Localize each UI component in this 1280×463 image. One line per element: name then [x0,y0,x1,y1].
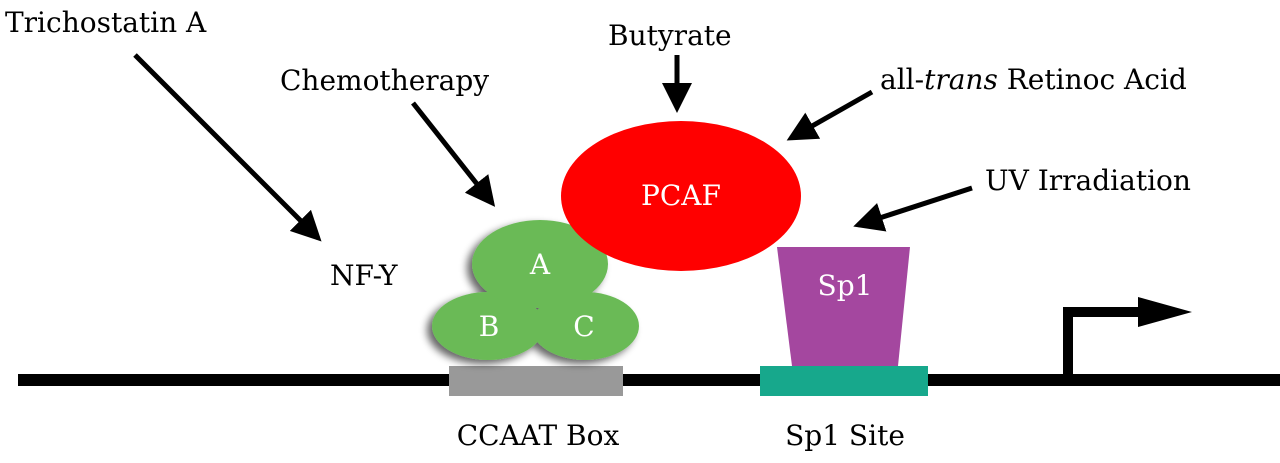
nfy-label: NF-Y [330,259,398,292]
sp1-label: Sp1 [818,269,873,302]
sp1-site [760,366,928,396]
subunit-c-label: C [573,310,594,343]
ccaat-box [449,366,623,396]
trichostatin-label: Trichostatin A [5,6,207,39]
ccaat-box-label: CCAAT Box [457,419,620,452]
transcription-start-arrowhead [1138,297,1192,327]
uv-label: UV Irradiation [985,164,1191,197]
trichostatin-arrow [133,53,322,242]
retinoic-acid-label: all-trans Retinoc Acid [880,63,1187,96]
subunit-b-label: B [479,310,500,343]
retinoic-acid-arrow [786,89,874,141]
nfy-subunit-a [472,220,608,308]
transcription-start-arrow [1063,307,1140,380]
pcaf-ellipse [561,121,801,271]
pcaf-label: PCAF [641,179,721,212]
chemotherapy-label: Chemotherapy [280,64,489,97]
nfy-complex [432,220,639,360]
subunit-a-label: A [529,248,551,281]
butyrate-label: Butyrate [608,19,732,52]
nfy-subunit-c [531,292,639,360]
sp1-site-label: Sp1 Site [785,419,905,452]
dna-line [18,374,1280,386]
chemotherapy-arrow [411,101,496,207]
uv-arrow [853,185,973,232]
nfy-subunit-b [432,292,544,360]
sp1-trapezoid [777,247,910,366]
